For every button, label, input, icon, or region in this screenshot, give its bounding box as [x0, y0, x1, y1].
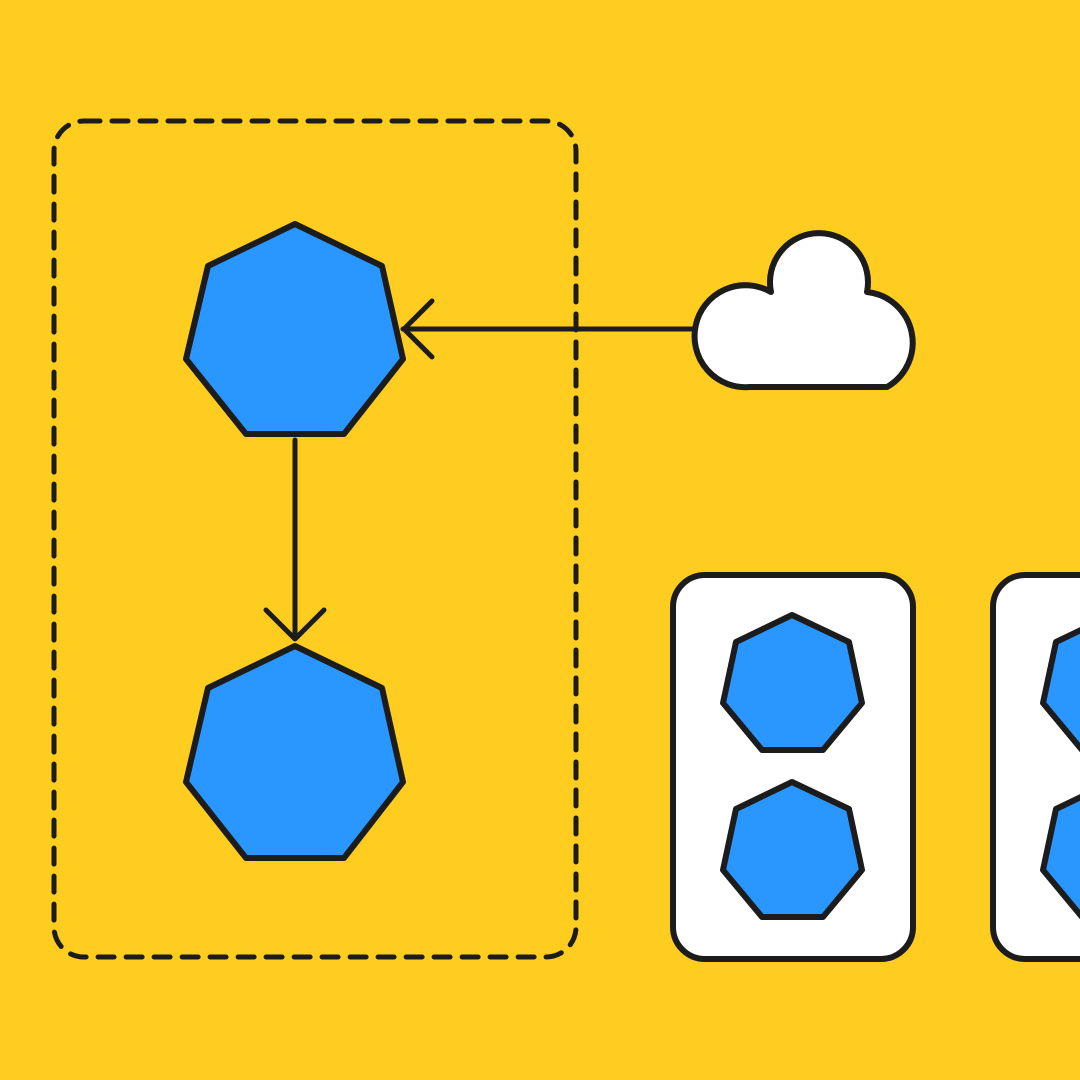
panel-2[interactable]: [990, 572, 1080, 962]
node-bottom-heptagon[interactable]: [183, 643, 406, 861]
group-boundary: [51, 118, 579, 960]
panel-2-node-bottom[interactable]: [1040, 782, 1080, 920]
panel-1[interactable]: [670, 572, 916, 962]
panel-1-node-top[interactable]: [720, 612, 865, 753]
panel-1-node-bottom[interactable]: [720, 779, 865, 920]
edge-cloud-to-node: [400, 298, 705, 360]
panel-2-node-top[interactable]: [1040, 615, 1080, 753]
node-top-heptagon[interactable]: [183, 221, 406, 437]
arrowhead: [401, 298, 435, 360]
arrowhead: [263, 607, 327, 642]
edge-node-to-node: [263, 437, 327, 642]
cloud-icon[interactable]: [691, 230, 916, 391]
